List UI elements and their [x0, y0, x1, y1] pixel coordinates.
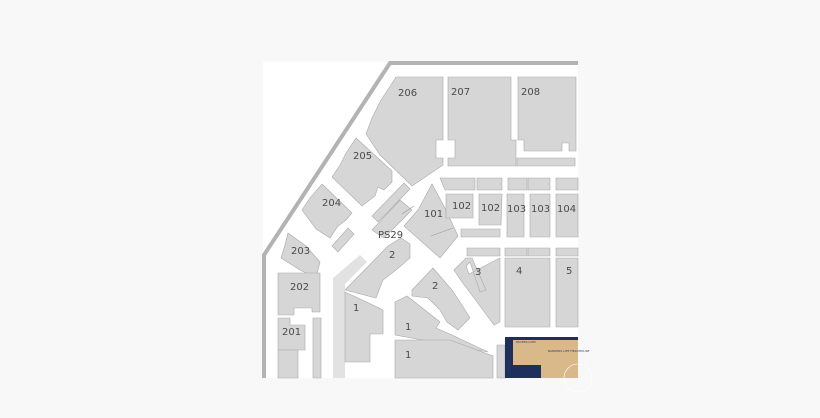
section-208-strip[interactable] [516, 157, 576, 167]
section-103-a[interactable]: 103 [506, 193, 526, 238]
section-104[interactable]: 104 [555, 193, 579, 238]
section-208[interactable]: 208 [517, 76, 577, 152]
section-row-b4[interactable] [555, 247, 579, 257]
section-strip-a[interactable] [371, 182, 411, 223]
section-row-a5[interactable] [555, 177, 579, 191]
court-top-text: PACERS.COM [516, 340, 536, 344]
section-102-a[interactable]: 102 [445, 193, 474, 219]
section-row-a3[interactable] [507, 177, 528, 191]
section-4[interactable]: 4 [504, 257, 551, 328]
section-5[interactable]: 5 [555, 257, 579, 328]
section-102-b[interactable]: 102 [478, 193, 503, 226]
section-1-middle[interactable] [394, 295, 489, 353]
section-row-a4[interactable] [527, 177, 551, 191]
section-207[interactable]: 207 [447, 76, 517, 167]
court-logo-text: BANKERS LIFE FIELDHOUSE [548, 349, 589, 353]
section-row-b2[interactable] [504, 247, 528, 257]
court-side-text: PACERS [507, 360, 511, 372]
section-row-a1[interactable] [439, 177, 476, 191]
section-row-b3[interactable] [527, 247, 551, 257]
basketball-court: PACERS.COM BANKERS LIFE FIELDHOUSE PACER… [505, 337, 593, 393]
section-strip-b[interactable] [331, 227, 355, 253]
section-103-b[interactable]: 103 [529, 193, 551, 238]
section-strip-c[interactable] [312, 317, 322, 379]
section-row-b1[interactable] [466, 247, 501, 257]
concourse-band [333, 255, 367, 378]
section-courtside[interactable] [496, 344, 506, 379]
arena-outer-wall [262, 61, 578, 378]
section-strip-d[interactable] [460, 228, 501, 238]
section-bottom-left[interactable] [277, 349, 299, 379]
section-row-a2[interactable] [476, 177, 503, 191]
